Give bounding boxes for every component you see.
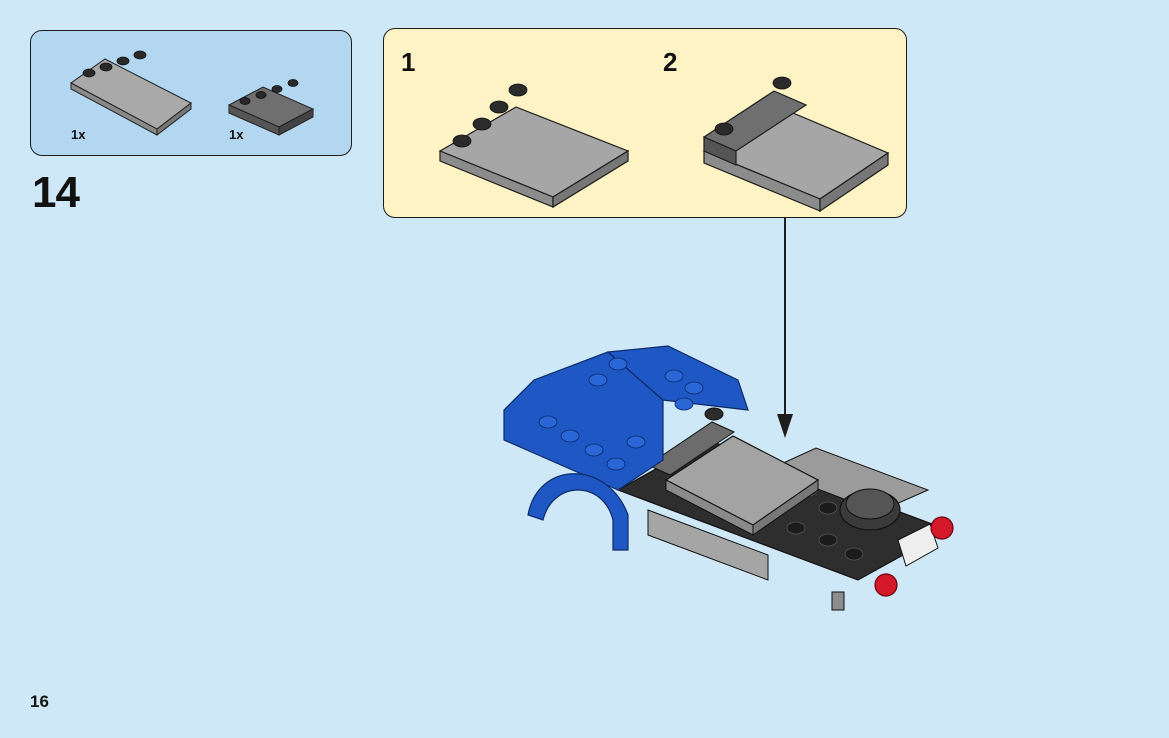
part-quantity-1: 1x bbox=[71, 127, 86, 142]
car-model-illustration bbox=[503, 345, 954, 611]
parts-list-callout: 1x 1x bbox=[30, 30, 352, 156]
sub-step-1-illustration bbox=[438, 83, 630, 209]
part-1x4-plate-image bbox=[227, 79, 315, 136]
sub-assembly-callout: 1 2 bbox=[383, 28, 907, 218]
sub-step-number-2: 2 bbox=[663, 47, 678, 77]
page-number: 16 bbox=[30, 692, 49, 711]
sub-step-2-illustration bbox=[702, 76, 890, 213]
placement-arrow bbox=[777, 218, 793, 438]
part-quantity-2: 1x bbox=[229, 127, 244, 142]
sub-step-number-1: 1 bbox=[401, 47, 416, 77]
part-4x4-tile-image bbox=[70, 50, 192, 137]
step-number: 14 bbox=[32, 168, 80, 217]
